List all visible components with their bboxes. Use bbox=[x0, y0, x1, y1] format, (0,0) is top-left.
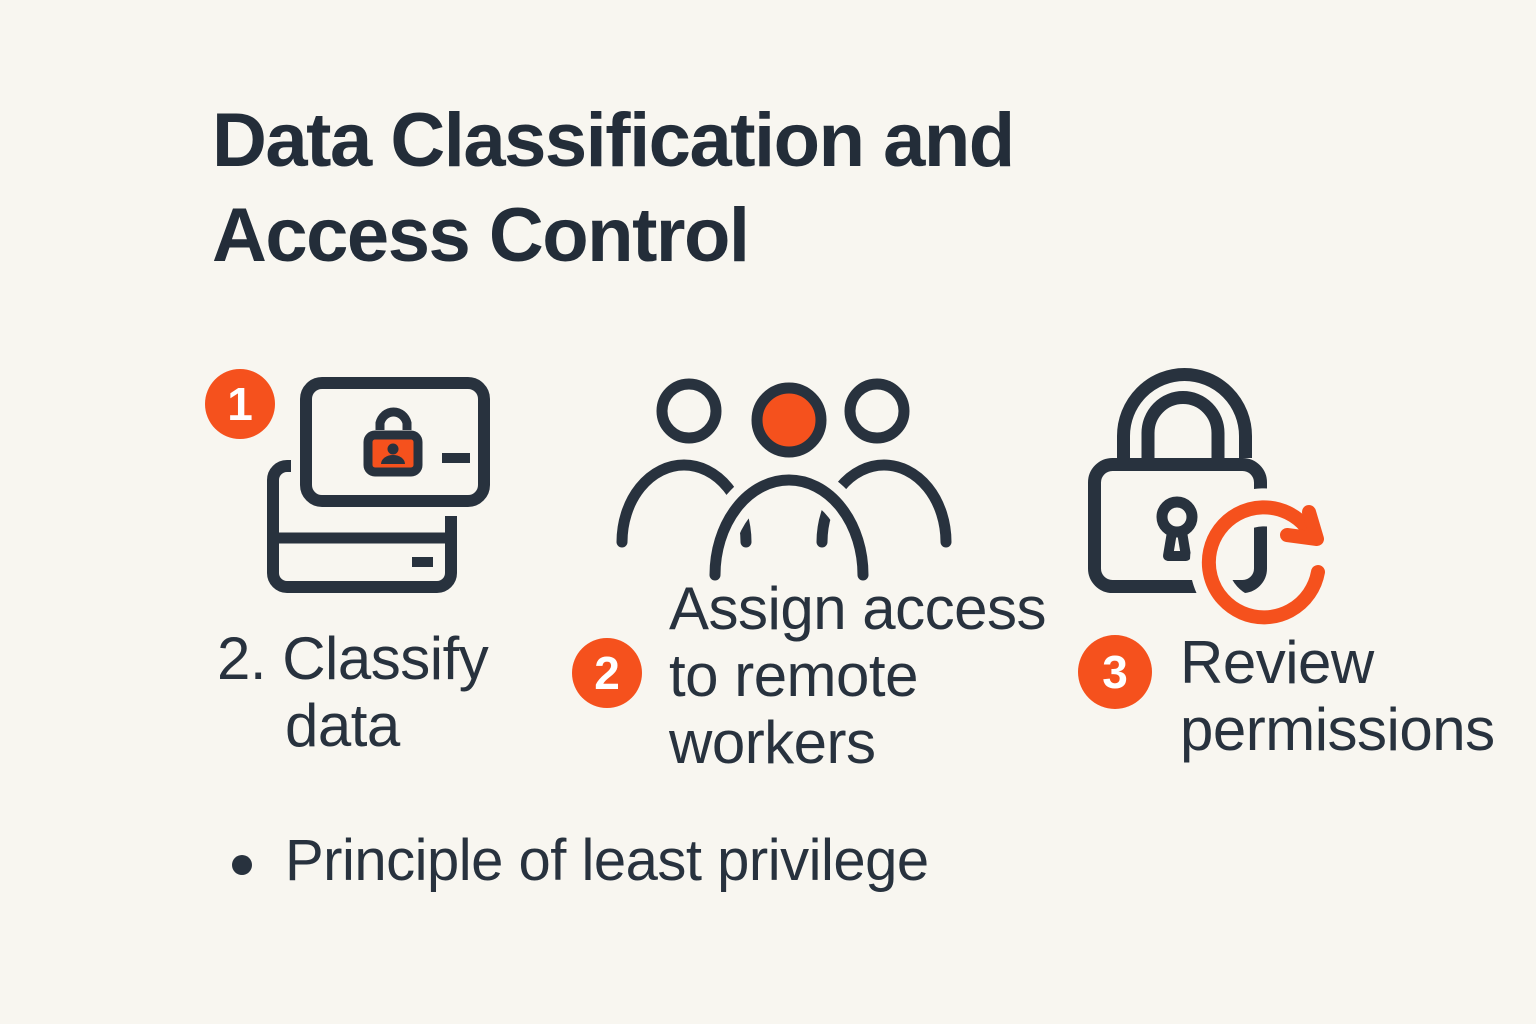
step-3-label-line-2: permissions bbox=[1180, 696, 1495, 763]
step-2-label: Assign access to remote workers bbox=[669, 575, 1047, 776]
step-1-label: 2. Classify data bbox=[217, 625, 489, 759]
page-title: Data Classification and Access Control bbox=[212, 93, 1015, 283]
step-1-label-line-2: data bbox=[285, 692, 400, 759]
step-3-badge: 3 bbox=[1078, 635, 1152, 709]
padlock-icon bbox=[1088, 368, 1267, 593]
worker-head-center-highlighted-icon bbox=[751, 382, 827, 458]
worker-shoulders-center-icon bbox=[709, 474, 869, 581]
worker-head-right-icon bbox=[844, 378, 910, 444]
person-silhouette-icon bbox=[387, 443, 399, 455]
page-title-line-1: Data Classification and bbox=[212, 98, 1015, 183]
step-2-badge-number: 2 bbox=[594, 647, 620, 699]
front-card-icon bbox=[291, 371, 499, 516]
refresh-arrow-icon bbox=[1189, 488, 1337, 628]
keyhole-icon bbox=[1156, 496, 1198, 538]
step-3-label-line-1: Review bbox=[1180, 629, 1374, 696]
step-2-label-line-1: Assign access bbox=[669, 575, 1047, 642]
step-3-badge-number: 3 bbox=[1102, 646, 1128, 698]
step-1-badge: 1 bbox=[205, 369, 275, 439]
step-2-badge: 2 bbox=[572, 638, 642, 708]
remote-workers-group-icon bbox=[616, 378, 952, 581]
classified-data-cards-lock-icon bbox=[267, 371, 499, 593]
footnote-text: Principle of least privilege bbox=[285, 828, 929, 893]
padlock-refresh-icon bbox=[1088, 368, 1337, 628]
lock-icon bbox=[363, 407, 423, 477]
step-3-label: Review permissions bbox=[1180, 629, 1495, 763]
step-2-label-line-2: to remote bbox=[669, 642, 918, 709]
bullet-dot bbox=[232, 855, 252, 875]
step-1-label-line-1: 2. Classify bbox=[217, 625, 489, 692]
worker-head-left-icon bbox=[656, 378, 722, 444]
page-title-line-2: Access Control bbox=[212, 193, 750, 278]
step-1-badge-number: 1 bbox=[227, 378, 253, 430]
step-2-label-line-3: workers bbox=[669, 709, 876, 776]
